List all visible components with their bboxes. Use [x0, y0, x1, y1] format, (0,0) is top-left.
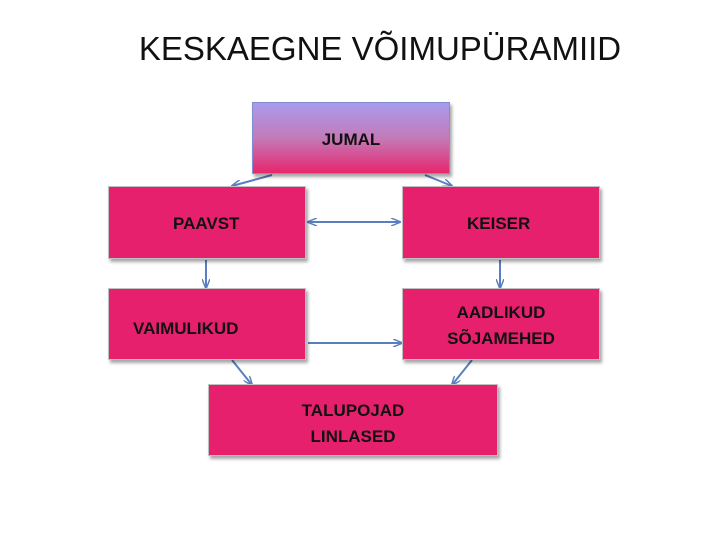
- node-jumal-label: JUMAL: [321, 130, 381, 149]
- node-vaimulikud: VAIMULIKUD: [108, 288, 306, 360]
- node-talupojad: TALUPOJAD LINLASED: [208, 384, 498, 456]
- node-aadlikud-label: AADLIKUD SÕJAMEHED: [403, 300, 599, 351]
- arrow-jumal-to-keiser: [424, 174, 452, 186]
- node-talupojad-line2: LINLASED: [310, 426, 396, 446]
- node-talupojad-line1: TALUPOJAD: [301, 401, 405, 420]
- node-aadlikud-line2: SÕJAMEHED: [447, 328, 555, 348]
- node-aadlikud: AADLIKUD SÕJAMEHED: [402, 288, 600, 360]
- arrow-jumal-to-paavst: [232, 174, 273, 186]
- node-vaimulikud-label: VAIMULIKUD: [133, 319, 239, 338]
- node-paavst-label: PAAVST: [173, 214, 240, 233]
- arrow-vaimulikud-to-talupojad: [231, 359, 252, 385]
- slide-title: KESKAEGNE VÕIMUPÜRAMIID: [138, 30, 622, 67]
- arrow-aadlikud-to-talupojad: [452, 359, 473, 385]
- node-paavst: PAAVST: [108, 186, 306, 259]
- node-jumal: JUMAL: [252, 102, 450, 174]
- node-keiser-label: KEISER: [467, 214, 531, 233]
- node-keiser: KEISER: [402, 186, 600, 259]
- node-talupojad-label: TALUPOJAD LINLASED: [209, 398, 497, 449]
- node-aadlikud-line1: AADLIKUD: [456, 303, 546, 322]
